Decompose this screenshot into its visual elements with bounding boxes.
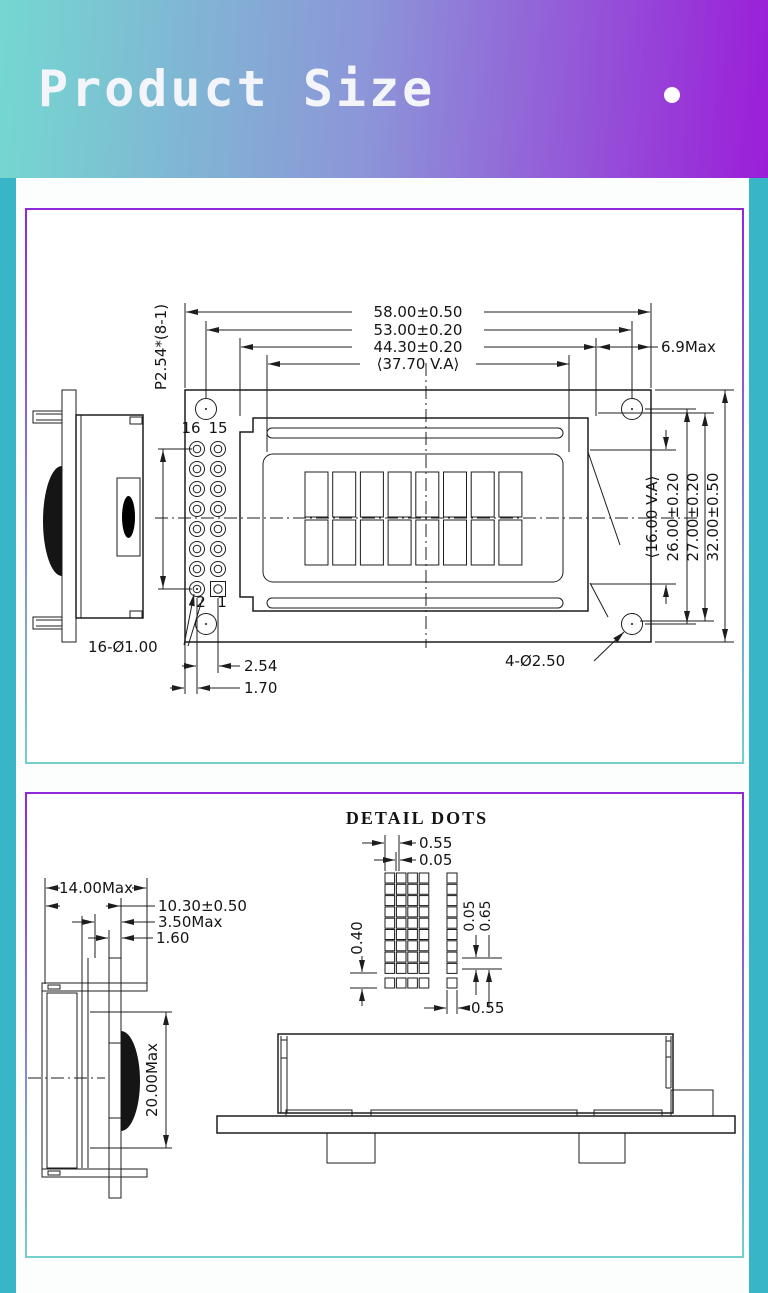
bullet-dot-icon xyxy=(664,87,680,103)
page-header: Product Size xyxy=(0,0,768,178)
dim-dot-height: 0.65 xyxy=(478,900,494,931)
dim-row-height: 0.40 xyxy=(348,921,366,954)
dimension-drawing-panel-detail: DETAIL DOTS 0.55 0.05 0.40 0.05 0.65 0.5… xyxy=(25,792,744,1258)
front-view xyxy=(155,363,700,648)
dim-hole-span: 53.00±0.20 xyxy=(374,321,463,339)
dim-dot-width: 0.55 xyxy=(419,834,452,852)
dim-mount-hole-dia: 4-Ø2.50 xyxy=(505,652,565,670)
pin-label-15: 15 xyxy=(208,419,227,437)
dim-pin-edge-gap: 1.70 xyxy=(244,679,277,697)
pin-label-1: 1 xyxy=(217,593,227,611)
dim-bezel-width: 44.30±0.20 xyxy=(374,338,463,356)
right-edge-strip xyxy=(749,178,768,1293)
dim-height-max: 20.00Max xyxy=(143,1043,161,1117)
dim-dot-gap: 0.05 xyxy=(419,851,452,869)
dim-viewing-area-height: ⟨16.00 V.A⟩ xyxy=(643,476,661,559)
page-title: Product Size xyxy=(38,60,436,118)
elevation-view xyxy=(216,1033,736,1164)
dim-edge-offset: 6.9Max xyxy=(661,338,716,356)
dim-thickness-glass: 1.60 xyxy=(156,929,189,947)
dim-overall-height: 32.00±0.50 xyxy=(704,473,722,562)
dim-thickness-max: 3.50Max xyxy=(158,913,223,931)
side-view xyxy=(32,389,144,643)
detail-dots-title: DETAIL DOTS xyxy=(346,808,488,828)
dim-thickness-overall: 14.00Max xyxy=(59,879,133,897)
dim-thickness-pcb-glass: 10.30±0.50 xyxy=(158,897,247,915)
dim-gap-vertical: 0.05 xyxy=(462,900,478,931)
pin-label-16: 16 xyxy=(181,419,200,437)
dim-pin-pitch: P2.54*(8-1) xyxy=(152,304,170,390)
pin-grid: 16 15 2 1 xyxy=(181,419,227,611)
left-edge-strip xyxy=(0,178,16,1293)
detail-dots-grid xyxy=(384,872,458,989)
side-profile-view xyxy=(28,916,148,1199)
dim-pin-hole-dia: 16-Ø1.00 xyxy=(88,638,158,656)
detail-labels: DETAIL DOTS 0.55 0.05 0.40 0.05 0.65 0.5… xyxy=(59,808,504,1117)
dim-overall-width: 58.00±0.50 xyxy=(374,303,463,321)
dim-bezel-height: 27.00±0.20 xyxy=(684,473,702,562)
dimensions xyxy=(158,303,734,694)
dim-hole-span-v: 26.00±0.20 xyxy=(664,473,682,562)
dim-col-width: 0.55 xyxy=(471,999,504,1017)
dim-pin-col-gap: 2.54 xyxy=(244,657,277,675)
lcd-module-front-drawing: 16 15 2 1 xyxy=(32,303,734,697)
dimension-drawing-panel-front: 16 15 2 1 xyxy=(25,208,744,764)
detail-dots-dimensions xyxy=(350,835,502,1014)
lcd-module-detail-drawing: DETAIL DOTS 0.55 0.05 0.40 0.05 0.65 0.5… xyxy=(28,808,736,1199)
side-profile-dimensions xyxy=(44,878,172,1149)
dimension-labels: 58.00±0.50 53.00±0.20 44.30±0.20 ⟨37.70 … xyxy=(88,303,722,697)
dim-viewing-area-width: ⟨37.70 V.A⟩ xyxy=(377,355,460,373)
